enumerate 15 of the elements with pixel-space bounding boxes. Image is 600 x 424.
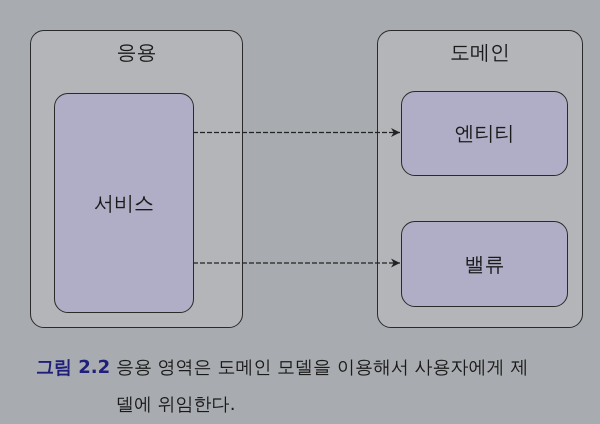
arrow bbox=[193, 128, 400, 137]
caption-text: 델에 위임한다. bbox=[116, 393, 236, 416]
component-box bbox=[401, 91, 568, 176]
layer-box bbox=[30, 30, 243, 328]
component-label: 밸류 bbox=[464, 250, 504, 278]
component-label: 엔티티 bbox=[454, 120, 514, 147]
caption: 응용 영역은 도메인 모델을 이용해서 사용자에게 제 bbox=[116, 356, 528, 379]
layer-box bbox=[377, 30, 583, 328]
arrow bbox=[193, 258, 400, 268]
component-box bbox=[401, 221, 568, 307]
layer-title: 응용 bbox=[116, 40, 156, 64]
layer-title: 도메인 bbox=[450, 40, 510, 64]
component-box bbox=[54, 93, 194, 313]
component-label: 서비스 bbox=[94, 190, 154, 216]
figure-number: 그림 2.2 bbox=[36, 356, 110, 379]
